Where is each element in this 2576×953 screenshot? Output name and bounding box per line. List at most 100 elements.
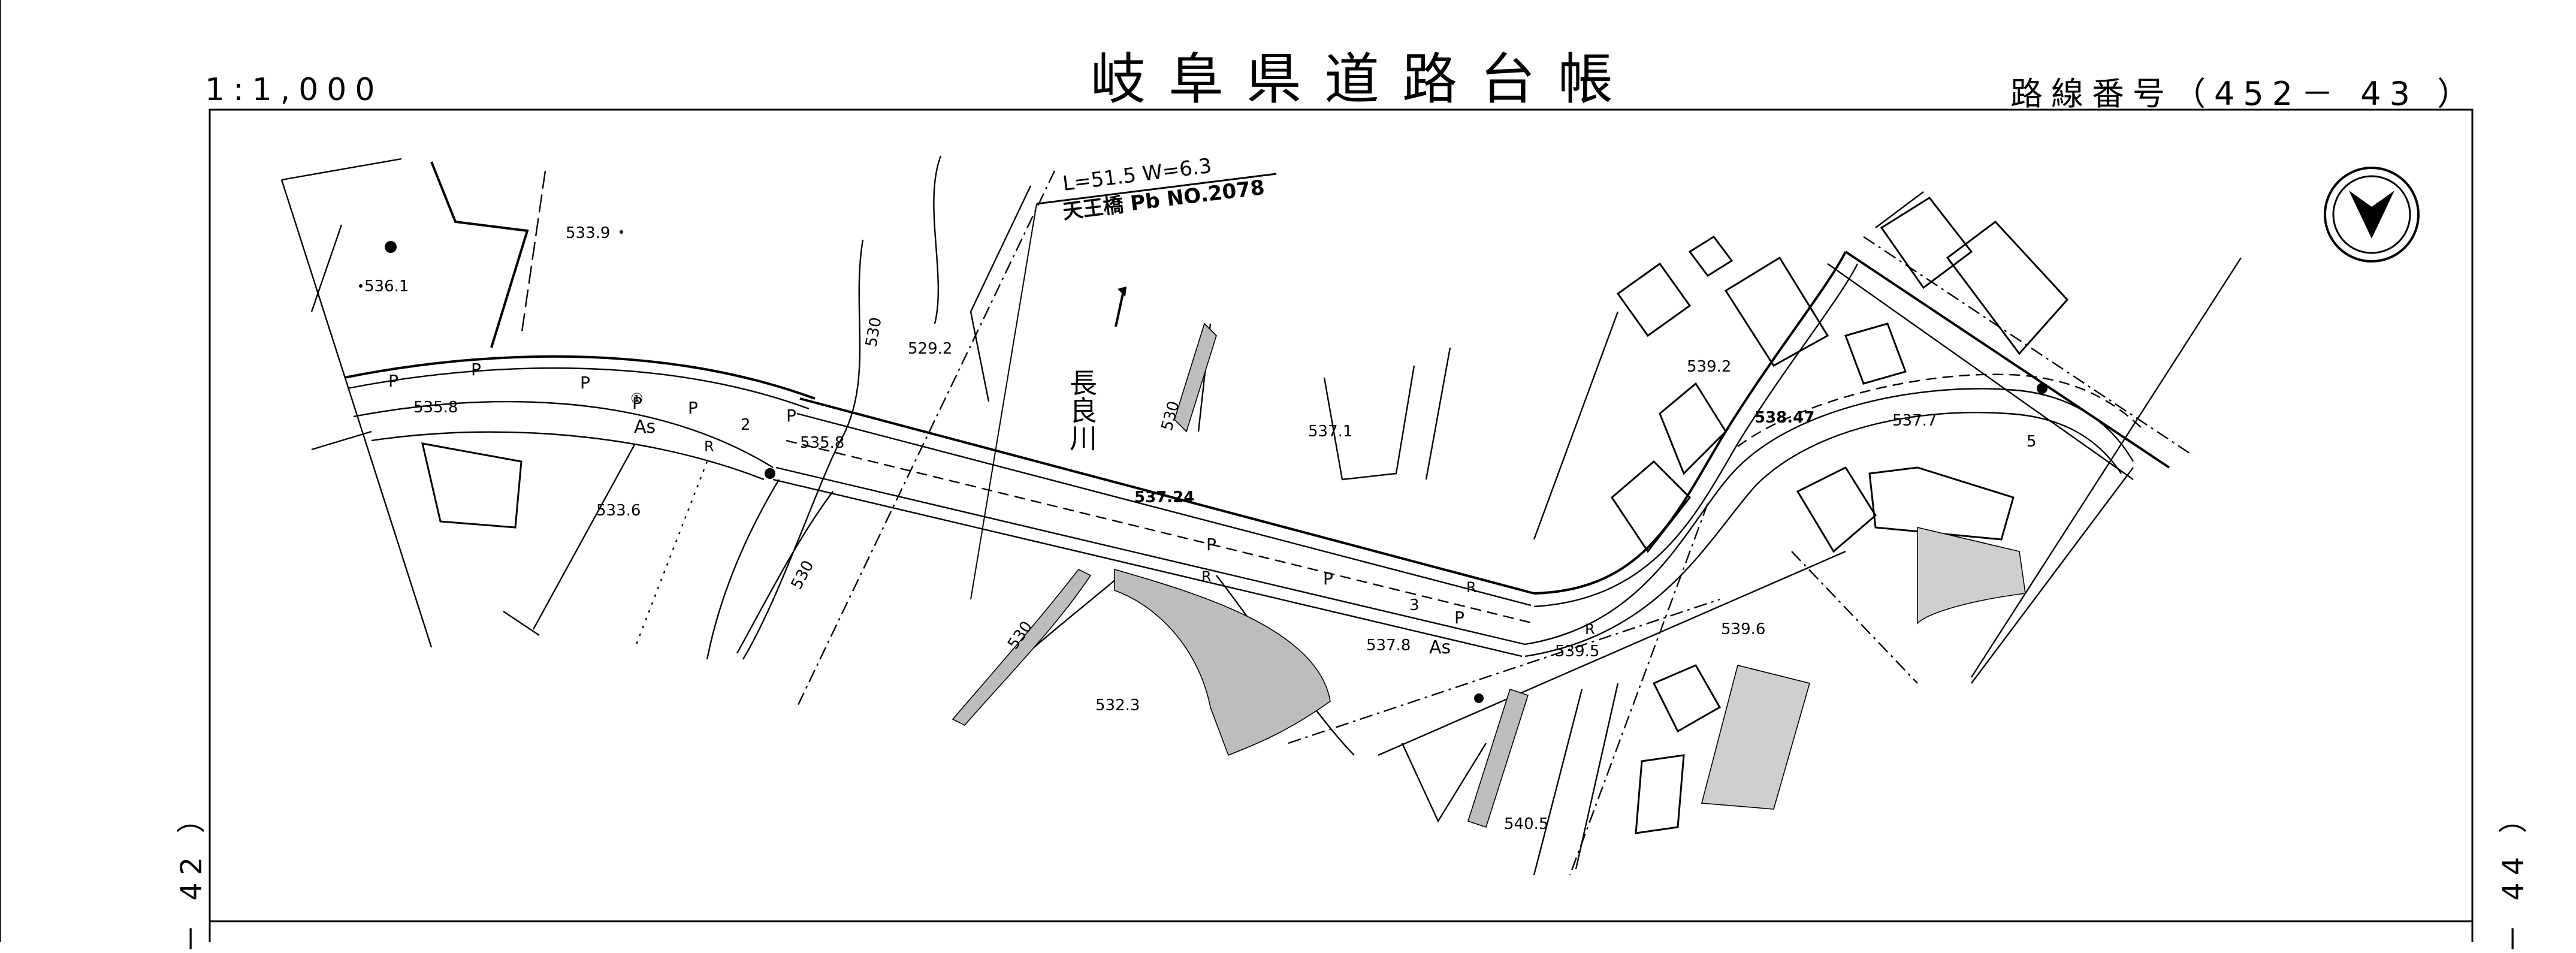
bridge-edge-lower (775, 466, 1526, 646)
road-centerline-west (353, 400, 774, 469)
embankment-hatch-2 (952, 568, 1092, 726)
elevation-label: 529.2 (908, 340, 952, 358)
survey-point (359, 284, 363, 288)
boundary-east-dash (1791, 551, 1918, 684)
road-edge-north-east-2 (1533, 263, 1859, 608)
river-flow-arrow-icon (1115, 286, 1127, 327)
building (1724, 256, 1829, 367)
route-number: 路線番号（452－ 43 ） (2010, 75, 2478, 113)
lane-number: 2 (741, 416, 751, 434)
road-edge-south-east (1524, 388, 2134, 646)
elevation-label: 537.24 (1134, 488, 1194, 506)
boundary-line-3 (310, 224, 343, 312)
elevation-label: 533.6 (596, 502, 641, 520)
wall-hatch (1467, 688, 1529, 828)
parcel-middle-3 (1533, 311, 1619, 540)
building (1616, 262, 1692, 337)
river-bank-west (970, 185, 1032, 402)
boundary-east-3 (1875, 191, 1924, 228)
pole-label: P (471, 360, 481, 379)
page-title: 岐阜県道路台帳 (1091, 47, 1636, 111)
survey-point (765, 468, 775, 479)
roadway-label: R (704, 438, 714, 455)
buildings (421, 197, 2069, 834)
road-diagonal-dashline (1288, 598, 1720, 744)
pole-label: P (1454, 608, 1464, 628)
pole-label: P (786, 406, 796, 426)
elevation-label: 533.9 (566, 224, 610, 242)
survey-points (359, 230, 2047, 703)
road-labels: P P P P P P P P P R R R R As As 2 3 5 ① (388, 360, 2037, 658)
roadway-label: R (1201, 568, 1212, 585)
bank-hatch (1174, 322, 1217, 433)
map-frame (209, 108, 2474, 942)
boundary-line-4 (311, 430, 372, 451)
elevation-label: 536.1 (364, 278, 409, 295)
elevation-label: 535.8 (800, 434, 844, 452)
parcel-middle (1323, 365, 1415, 481)
contour-530 (742, 239, 864, 660)
building (1688, 235, 1734, 278)
grid-hatch-area (1917, 526, 2026, 625)
bridge-edge-upper-2 (796, 412, 1532, 607)
pole-label: P (1206, 535, 1216, 554)
lane-number: 3 (1409, 596, 1420, 614)
pole-label: P (388, 371, 398, 391)
pole-label: P (688, 398, 698, 418)
road-south-dashline (1569, 503, 1709, 876)
building (1880, 197, 1973, 289)
grid-hatch-area-2 (1701, 665, 1810, 810)
marker-label: ① (630, 390, 644, 407)
embankment-hatch (1114, 568, 1331, 756)
building (1635, 754, 1685, 834)
bridge-centerline (786, 439, 1535, 625)
road-south-line (1533, 689, 1583, 876)
elevation-label: 537.7 (1892, 412, 1937, 430)
boundary-wall (430, 161, 529, 348)
map-scale: 1:1,000 (205, 72, 383, 108)
river-name: 長良川 (1065, 369, 1098, 451)
elevation-label: 538.47 (1754, 409, 1814, 427)
elevation-label: 539.6 (1721, 620, 1765, 638)
pole-label: P (580, 373, 590, 393)
boundary-dot (634, 461, 708, 648)
road-northeast-edge (1844, 251, 2170, 469)
bridge-callout: L=51.5 W=6.3 天王橋 Pb NO.2078 (970, 154, 1277, 600)
boundary-line-2 (280, 179, 433, 648)
boundary-line (281, 158, 402, 181)
building (1946, 220, 2069, 355)
contour-530-3 (706, 479, 780, 660)
elevation-label: 539.2 (1687, 358, 1731, 376)
elevation-label: 539.5 (1555, 643, 1599, 661)
elevation-label: 535.8 (413, 399, 458, 417)
contour-line (933, 155, 942, 324)
contour-530-2 (736, 491, 833, 654)
building (1796, 466, 1877, 553)
road-centerline-east (1737, 373, 2146, 447)
road-edge-lower-west (371, 431, 765, 481)
pavement-label: As (634, 417, 656, 438)
elevation-label: 532.3 (1095, 696, 1140, 714)
survey-point (620, 230, 623, 234)
building (1652, 664, 1722, 733)
road-northeast-edge-2 (1827, 263, 2134, 480)
building (1868, 466, 2015, 541)
building (1844, 322, 1907, 385)
road-edge-upper-west (344, 355, 816, 400)
pole-label: P (632, 393, 642, 413)
roadway-label: R (1585, 621, 1595, 638)
survey-point (385, 241, 397, 253)
elevation-label: 537.1 (1308, 423, 1352, 441)
boundary-line-6 (503, 611, 540, 636)
north-arrow-icon (2324, 167, 2420, 263)
elevation-label: 530 (862, 316, 885, 348)
boundary-line-5 (532, 443, 636, 630)
lane-number: 5 (2027, 433, 2037, 451)
elevation-labels: 533.9 536.1 535.8 535.8 533.6 529.2 530 … (364, 224, 1937, 833)
bridge-edge-upper (799, 397, 1535, 595)
road-diagonal-line (1378, 550, 1846, 756)
boundary-east (1970, 257, 2242, 678)
elevation-label: 537.8 (1366, 637, 1411, 655)
parcel-middle-2 (1425, 347, 1451, 480)
